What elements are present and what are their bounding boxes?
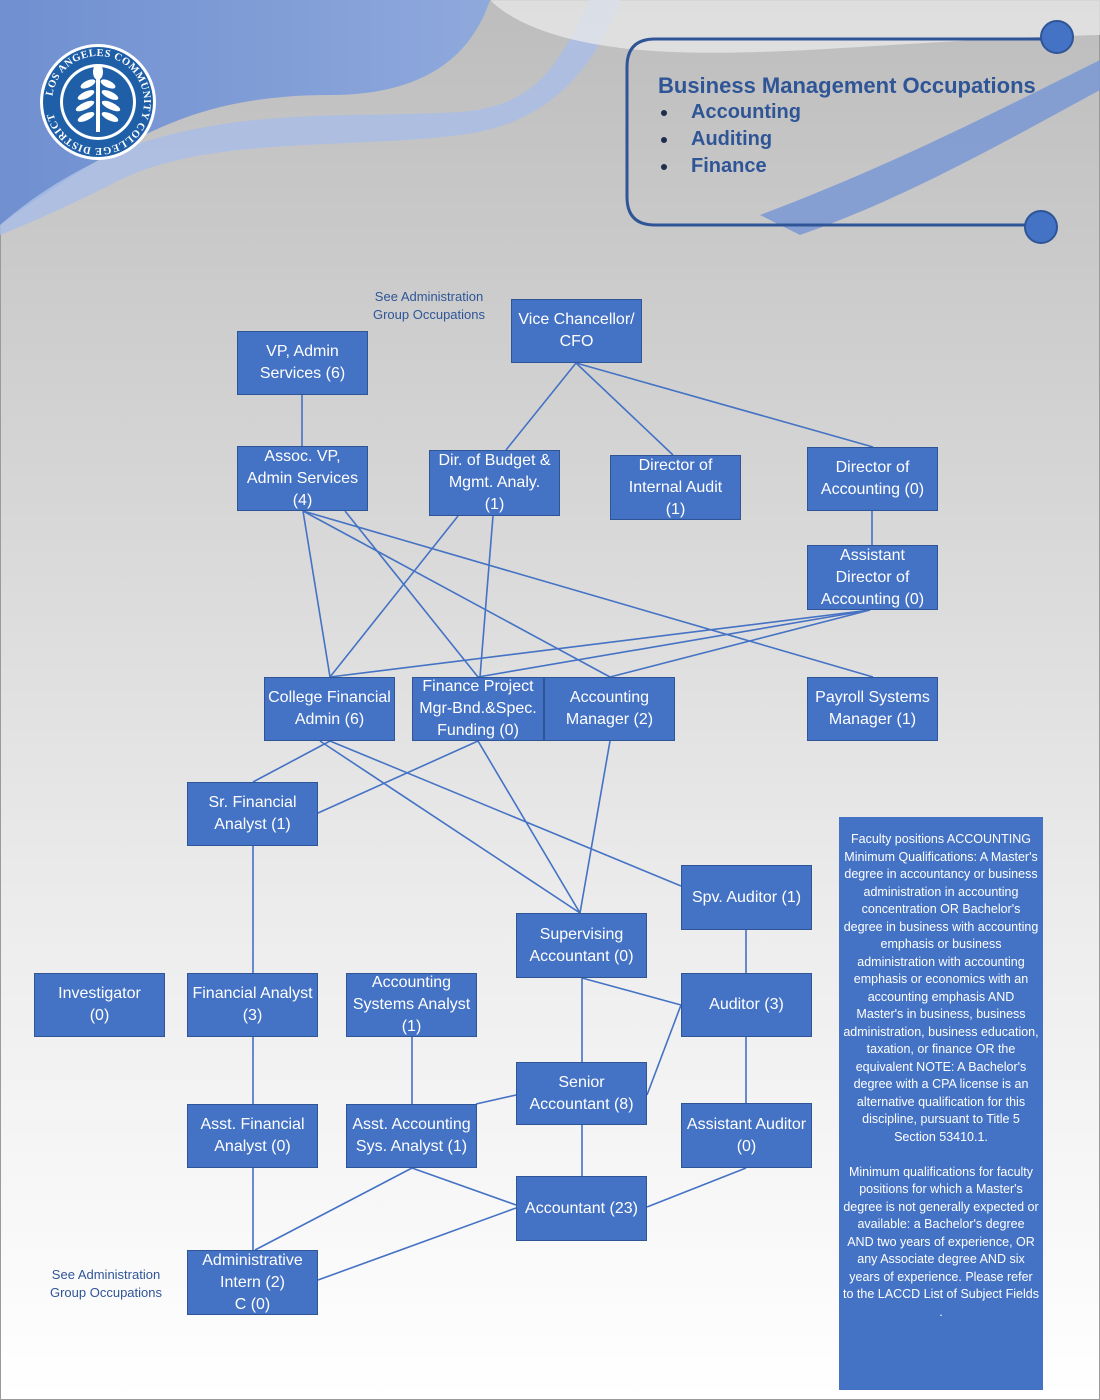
title-bullet: Accounting [658,99,1036,126]
box-finance-project-mgr: Finance Project Mgr-Bnd.&Spec. Funding (… [412,677,544,741]
page-title: Business Management Occupations [658,73,1036,98]
box-spv-auditor: Spv. Auditor (1) [681,865,812,930]
box-vp-admin-services: VP, Admin Services (6) [237,331,368,395]
box-assistant-director-accounting: Assistant Director of Accounting (0) [807,545,938,610]
box-asst-financial-analyst: Asst. Financial Analyst (0) [187,1104,318,1168]
title-bullet: Auditing [658,126,1036,153]
box-director-of-accounting: Director of Accounting (0) [807,447,938,511]
box-asst-accounting-sys-analyst: Asst. Accounting Sys. Analyst (1) [346,1104,477,1168]
title-bullet: Finance [658,153,1036,180]
box-auditor: Auditor (3) [681,973,812,1037]
box-assistant-auditor: Assistant Auditor (0) [681,1103,812,1168]
box-dir-budget-mgmt-analysis: Dir. of Budget & Mgmt. Analy. (1) [429,450,560,516]
box-financial-analyst: Financial Analyst (3) [187,973,318,1037]
box-supervising-accountant: Supervising Accountant (0) [516,913,647,978]
title-bullet-list: Accounting Auditing Finance [658,99,1036,180]
box-administrative-intern: Administrative Intern (2) C (0) [187,1250,318,1315]
box-director-internal-audit: Director of Internal Audit (1) [610,455,741,520]
box-college-financial-admin: College Financial Admin (6) [264,677,395,741]
lacc-district-logo: LOS ANGELES COMMUNITY COLLEGE DISTRICT [40,44,156,160]
box-payroll-systems-manager: Payroll Systems Manager (1) [807,677,938,741]
box-accounting-systems-analyst: Accounting Systems Analyst (1) [346,973,477,1037]
box-sr-financial-analyst: Sr. Financial Analyst (1) [187,782,318,846]
title-block: Business Management Occupations Accounti… [658,72,1036,180]
box-investigator: Investigator (0) [34,973,165,1037]
note-see-administration: See Administration Group Occupations [372,289,485,322]
box-accounting-manager: Accounting Manager (2) [544,677,675,741]
title-panel-bottom-dot [1024,210,1058,244]
wheat-sheaf-icon [75,64,121,132]
box-accountant: Accountant (23) [516,1176,647,1241]
box-vice-chancellor-cfo: Vice Chancellor/ CFO [511,299,642,363]
box-senior-accountant: Senior Accountant (8) [516,1062,647,1125]
title-panel [625,37,1045,227]
title-panel-top-dot [1040,20,1074,54]
faculty-qualifications-note: Faculty positions ACCOUNTING Minimum Qua… [839,817,1043,1390]
box-assoc-vp-admin-services: Assoc. VP, Admin Services (4) [237,446,368,511]
note-see-administration: See Administration Group Occupations [49,1267,162,1300]
